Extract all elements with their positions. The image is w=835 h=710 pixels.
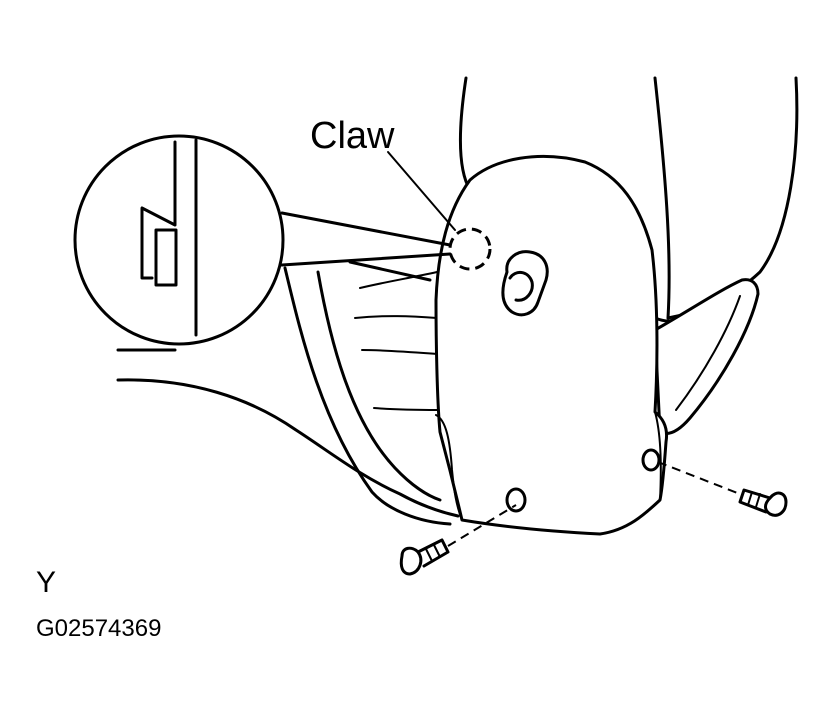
screw-front xyxy=(399,538,450,576)
screw-hole-rear xyxy=(641,448,661,472)
screw-path-rear xyxy=(657,461,741,495)
screw-hole-front xyxy=(505,487,527,513)
magnifier-connector xyxy=(280,211,452,267)
claw-label: Claw xyxy=(310,115,395,157)
seat-cushion xyxy=(116,260,460,526)
callout-leader xyxy=(387,151,456,231)
screw-path-front xyxy=(447,504,517,547)
claw-detail-view xyxy=(73,134,285,346)
screw-rear xyxy=(738,488,788,517)
figure-code: G02574369 xyxy=(36,615,161,642)
recliner-shield xyxy=(434,154,669,536)
view-label: Y xyxy=(36,566,56,599)
track-cover xyxy=(653,278,760,435)
lever-pin-slot xyxy=(501,250,549,317)
claw-marker xyxy=(448,227,492,271)
